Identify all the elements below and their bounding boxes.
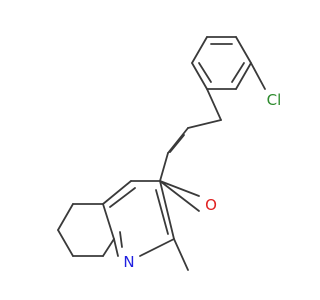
pyridine-ring bbox=[102, 180, 175, 257]
bond-inner bbox=[231, 62, 245, 83]
structure-svg: Cl O N bbox=[57, 36, 282, 271]
bond bbox=[102, 180, 132, 205]
bond-c-o bbox=[159, 180, 200, 197]
bond-c-cl bbox=[250, 62, 266, 90]
bond bbox=[206, 88, 222, 121]
bond bbox=[235, 36, 252, 64]
chlorophenyl-ring bbox=[191, 36, 252, 90]
bond bbox=[159, 180, 175, 240]
bond-c-o-double bbox=[159, 180, 200, 212]
bond bbox=[102, 203, 115, 240]
bond-inner bbox=[119, 231, 123, 248]
bond bbox=[139, 238, 175, 257]
bond bbox=[235, 62, 252, 90]
cyclohexane-ring bbox=[57, 203, 115, 257]
atom-label-cl: Cl bbox=[267, 91, 282, 109]
bond-inner bbox=[198, 62, 212, 83]
bond bbox=[191, 62, 208, 90]
atom-label-o: O bbox=[205, 196, 217, 214]
atom-label-n: N bbox=[123, 253, 134, 271]
bond bbox=[167, 127, 189, 154]
bond bbox=[159, 152, 169, 182]
bond bbox=[187, 119, 222, 129]
bond bbox=[113, 238, 119, 257]
bond bbox=[102, 238, 115, 257]
molecule-diagram: Cl O N bbox=[57, 36, 282, 271]
bond-methyl bbox=[173, 238, 189, 271]
bond-inner bbox=[155, 189, 169, 235]
bond bbox=[191, 36, 208, 64]
bond-double bbox=[169, 134, 185, 153]
bond bbox=[57, 229, 74, 257]
bond-inner bbox=[109, 187, 136, 208]
bond bbox=[57, 203, 74, 231]
